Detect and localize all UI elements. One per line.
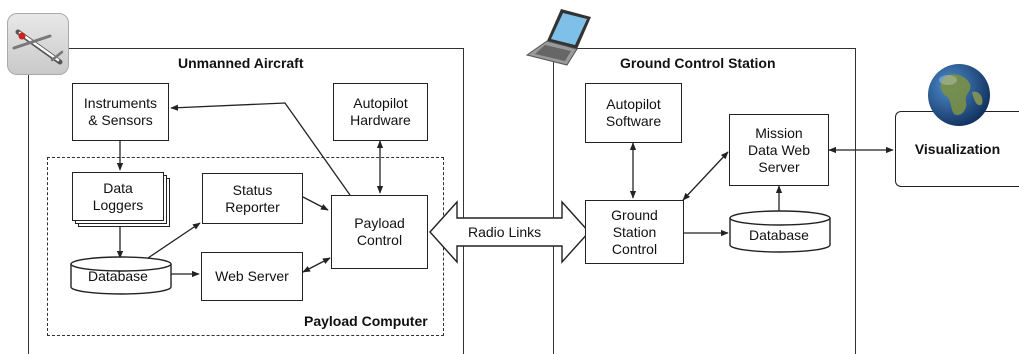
link-database-statusreporter (147, 222, 201, 259)
autopilot-software-box: Autopilot Software (585, 83, 682, 143)
ground-station-control-box: Ground Station Control (585, 200, 684, 264)
database-ground-label: Database (749, 227, 809, 243)
web-server-box: Web Server (201, 252, 303, 301)
airplane-icon (7, 13, 69, 75)
link-statusreporter-payloadcontrol (302, 196, 329, 211)
laptop-icon (521, 7, 593, 67)
data-loggers-stack: Data Loggers (72, 172, 170, 227)
payload-control-box: Payload Control (331, 195, 428, 269)
unmanned-aircraft-title: Unmanned Aircraft (178, 55, 304, 71)
mission-data-web-server-box: Mission Data Web Server (729, 114, 829, 186)
link-gscontrol-mission (682, 151, 729, 201)
radio-links-label: Radio Links (468, 224, 542, 240)
database-ground-cylinder (729, 210, 831, 253)
unmanned-aircraft-panel (28, 48, 464, 354)
link-webserver-payloadcontrol (302, 257, 331, 273)
autopilot-hardware-box: Autopilot Hardware (333, 83, 428, 141)
link-payloadcontrol-instruments (170, 102, 351, 196)
status-reporter-box: Status Reporter (202, 173, 303, 224)
payload-computer-title: Payload Computer (304, 313, 428, 329)
data-loggers-box: Data Loggers (72, 172, 164, 221)
globe-icon (926, 62, 992, 128)
database-air-label: Database (88, 268, 148, 284)
ground-control-station-title: Ground Control Station (620, 55, 776, 71)
ground-control-station-panel (553, 48, 856, 354)
database-air-cylinder (70, 256, 172, 295)
instruments-sensors-box: Instruments & Sensors (72, 83, 169, 141)
